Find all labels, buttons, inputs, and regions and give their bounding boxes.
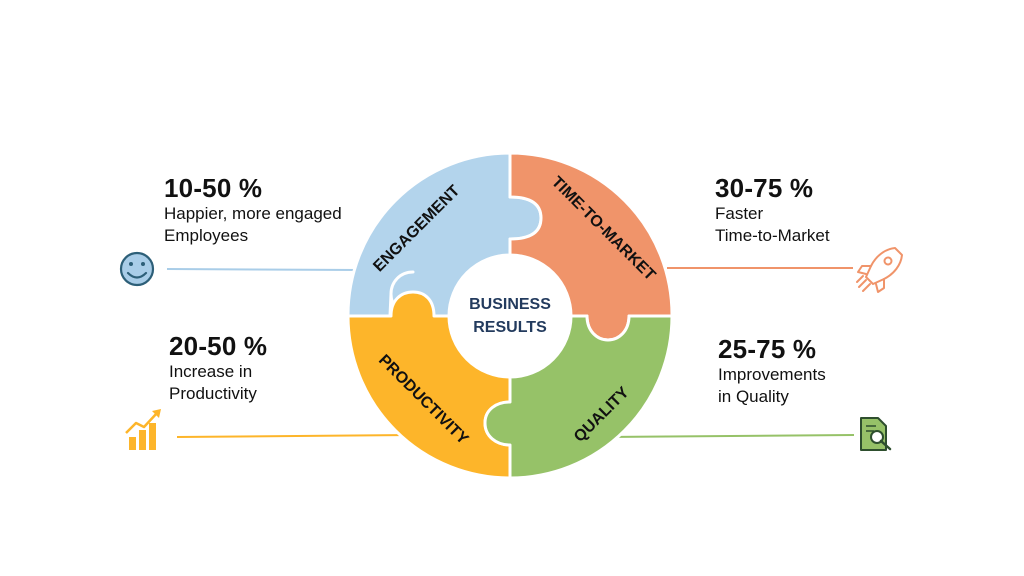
center-label-line-1: BUSINESS bbox=[469, 296, 551, 313]
engagement-value: 10-50 % bbox=[164, 173, 263, 203]
engagement-callout: 10-50 % Happier, more engaged Employees bbox=[164, 173, 342, 247]
engagement-connector-line bbox=[166, 268, 361, 271]
puzzle-ring bbox=[346, 151, 674, 480]
center-label-line-2: RESULTS bbox=[473, 319, 547, 336]
quality-connector-line bbox=[604, 434, 855, 438]
time-to-market-callout: 30-75 % Faster Time-to-Market bbox=[715, 173, 830, 247]
engagement-description: Happier, more engaged Employees bbox=[164, 204, 342, 245]
quality-value: 25-75 % bbox=[718, 334, 817, 364]
quality-description: Improvements in Quality bbox=[718, 365, 826, 406]
growth-chart-icon bbox=[125, 409, 161, 450]
productivity-callout: 20-50 % Increase in Productivity bbox=[169, 331, 267, 405]
time-to-market-value: 30-75 % bbox=[715, 173, 814, 203]
center-hub bbox=[449, 255, 571, 377]
document-search-icon bbox=[860, 417, 892, 451]
time-to-market-description: Faster Time-to-Market bbox=[715, 204, 830, 245]
productivity-description: Increase in Productivity bbox=[169, 362, 257, 403]
productivity-connector-line bbox=[176, 434, 416, 438]
rocket-icon bbox=[856, 247, 903, 293]
quality-callout: 25-75 % Improvements in Quality bbox=[718, 334, 826, 408]
smiley-icon bbox=[119, 251, 155, 287]
quality-segment bbox=[483, 314, 674, 480]
productivity-value: 20-50 % bbox=[169, 331, 268, 361]
